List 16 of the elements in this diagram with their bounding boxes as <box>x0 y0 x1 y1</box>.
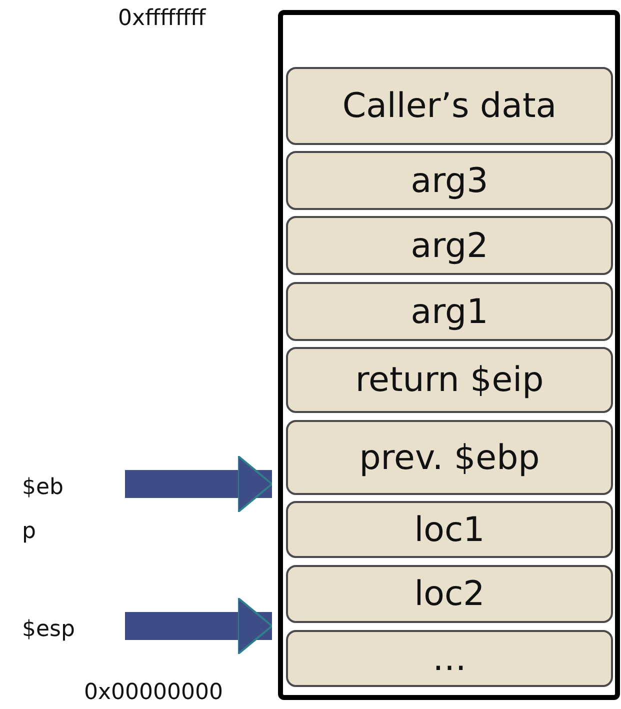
stack-slot: … <box>286 630 613 687</box>
address-label: 0xffffffff <box>118 6 206 31</box>
stack-slot: loc1 <box>286 501 613 558</box>
register-label: $esp <box>22 608 102 652</box>
register-label: $eb p <box>22 466 82 554</box>
stack-slot: loc2 <box>286 565 613 623</box>
stack-frame <box>278 10 620 700</box>
arrow <box>125 597 273 655</box>
stack-slot: arg3 <box>286 151 613 210</box>
arrow <box>125 455 273 513</box>
stack-slot: arg2 <box>286 216 613 275</box>
stack-slot: Caller’s data <box>286 67 613 145</box>
stack-slot: return $eip <box>286 347 613 413</box>
stack-slot: prev. $ebp <box>286 420 613 495</box>
stack-slot: arg1 <box>286 282 613 341</box>
address-label: 0x00000000 <box>84 680 223 705</box>
